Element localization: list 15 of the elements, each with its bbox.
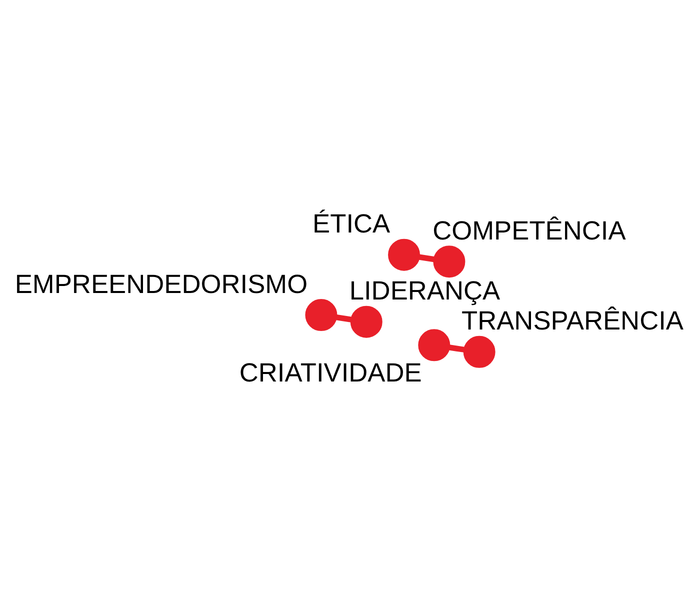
node-circle: [433, 245, 466, 278]
connector: [449, 344, 464, 352]
node-label: LIDERANÇA: [349, 275, 500, 306]
node-label: ÉTICA: [312, 208, 390, 238]
node-label: EMPREENDEDORISMO: [14, 268, 308, 298]
node-circle: [463, 335, 496, 368]
node-label: TRANSPARÊNCIA: [461, 305, 684, 336]
node-label: CRIATIVIDADE: [239, 356, 422, 387]
node-circle: [418, 328, 450, 361]
node-circle: [388, 238, 420, 270]
connector: [336, 314, 352, 322]
node-circle: [350, 305, 382, 338]
connector: [418, 254, 434, 262]
node-circle: [305, 298, 338, 331]
node-label: COMPETÊNCIA: [432, 214, 626, 245]
